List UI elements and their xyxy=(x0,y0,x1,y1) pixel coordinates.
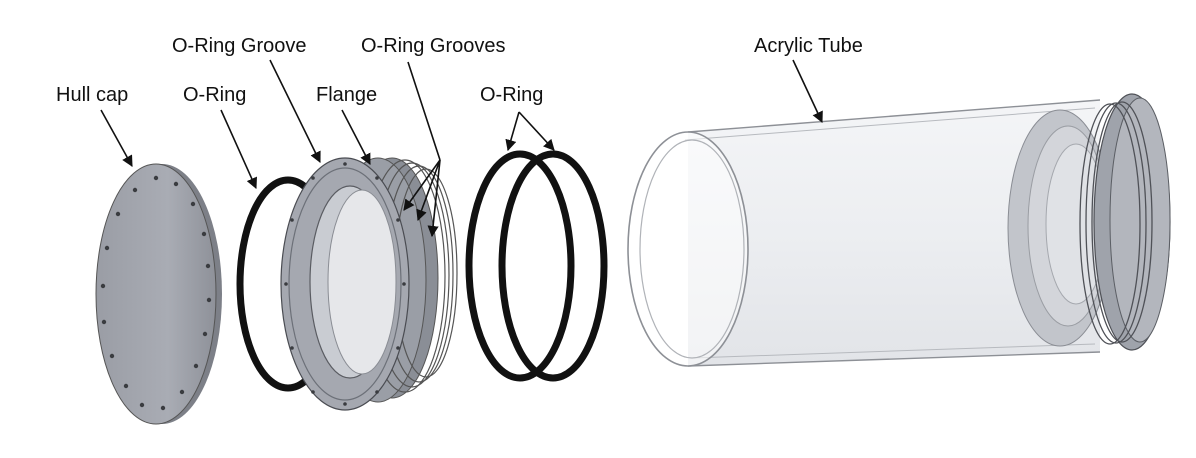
label-o-ring-right: O-Ring xyxy=(480,84,543,106)
flange-bolt-holes xyxy=(284,162,406,406)
leader-o-ring-groove xyxy=(269,59,321,164)
label-o-ring-grooves: O-Ring Grooves xyxy=(361,35,506,57)
hull-cap-bolt-holes xyxy=(100,175,212,411)
leader-o-ring-grooves-1 xyxy=(403,159,441,211)
label-o-ring-left: O-Ring xyxy=(183,84,246,106)
label-acrylic-tube: Acrylic Tube xyxy=(754,35,863,57)
leader-acrylic-tube xyxy=(792,59,823,124)
leader-o-ring-grooves-main xyxy=(407,61,441,161)
leader-arrows xyxy=(100,59,823,238)
leader-o-ring-grooves-3 xyxy=(427,159,441,238)
leader-o-ring-left xyxy=(220,109,257,190)
hull-cap xyxy=(95,163,222,425)
leader-flange xyxy=(341,109,371,165)
o-rings-right xyxy=(465,150,608,382)
leader-hull-cap xyxy=(100,109,133,167)
leader-o-ring-right-2 xyxy=(518,111,555,151)
leader-o-ring-grooves-2 xyxy=(416,159,441,222)
tube-end-flange xyxy=(1079,93,1171,351)
label-flange: Flange xyxy=(316,84,377,106)
label-o-ring-groove: O-Ring Groove xyxy=(172,35,307,57)
leader-o-ring-right-1 xyxy=(505,111,520,152)
acrylic-tube xyxy=(627,93,1171,367)
label-hull-cap: Hull cap xyxy=(56,84,128,106)
labels: Hull cap O-Ring O-Ring Groove Flange O-R… xyxy=(56,35,863,106)
flange xyxy=(280,157,458,411)
